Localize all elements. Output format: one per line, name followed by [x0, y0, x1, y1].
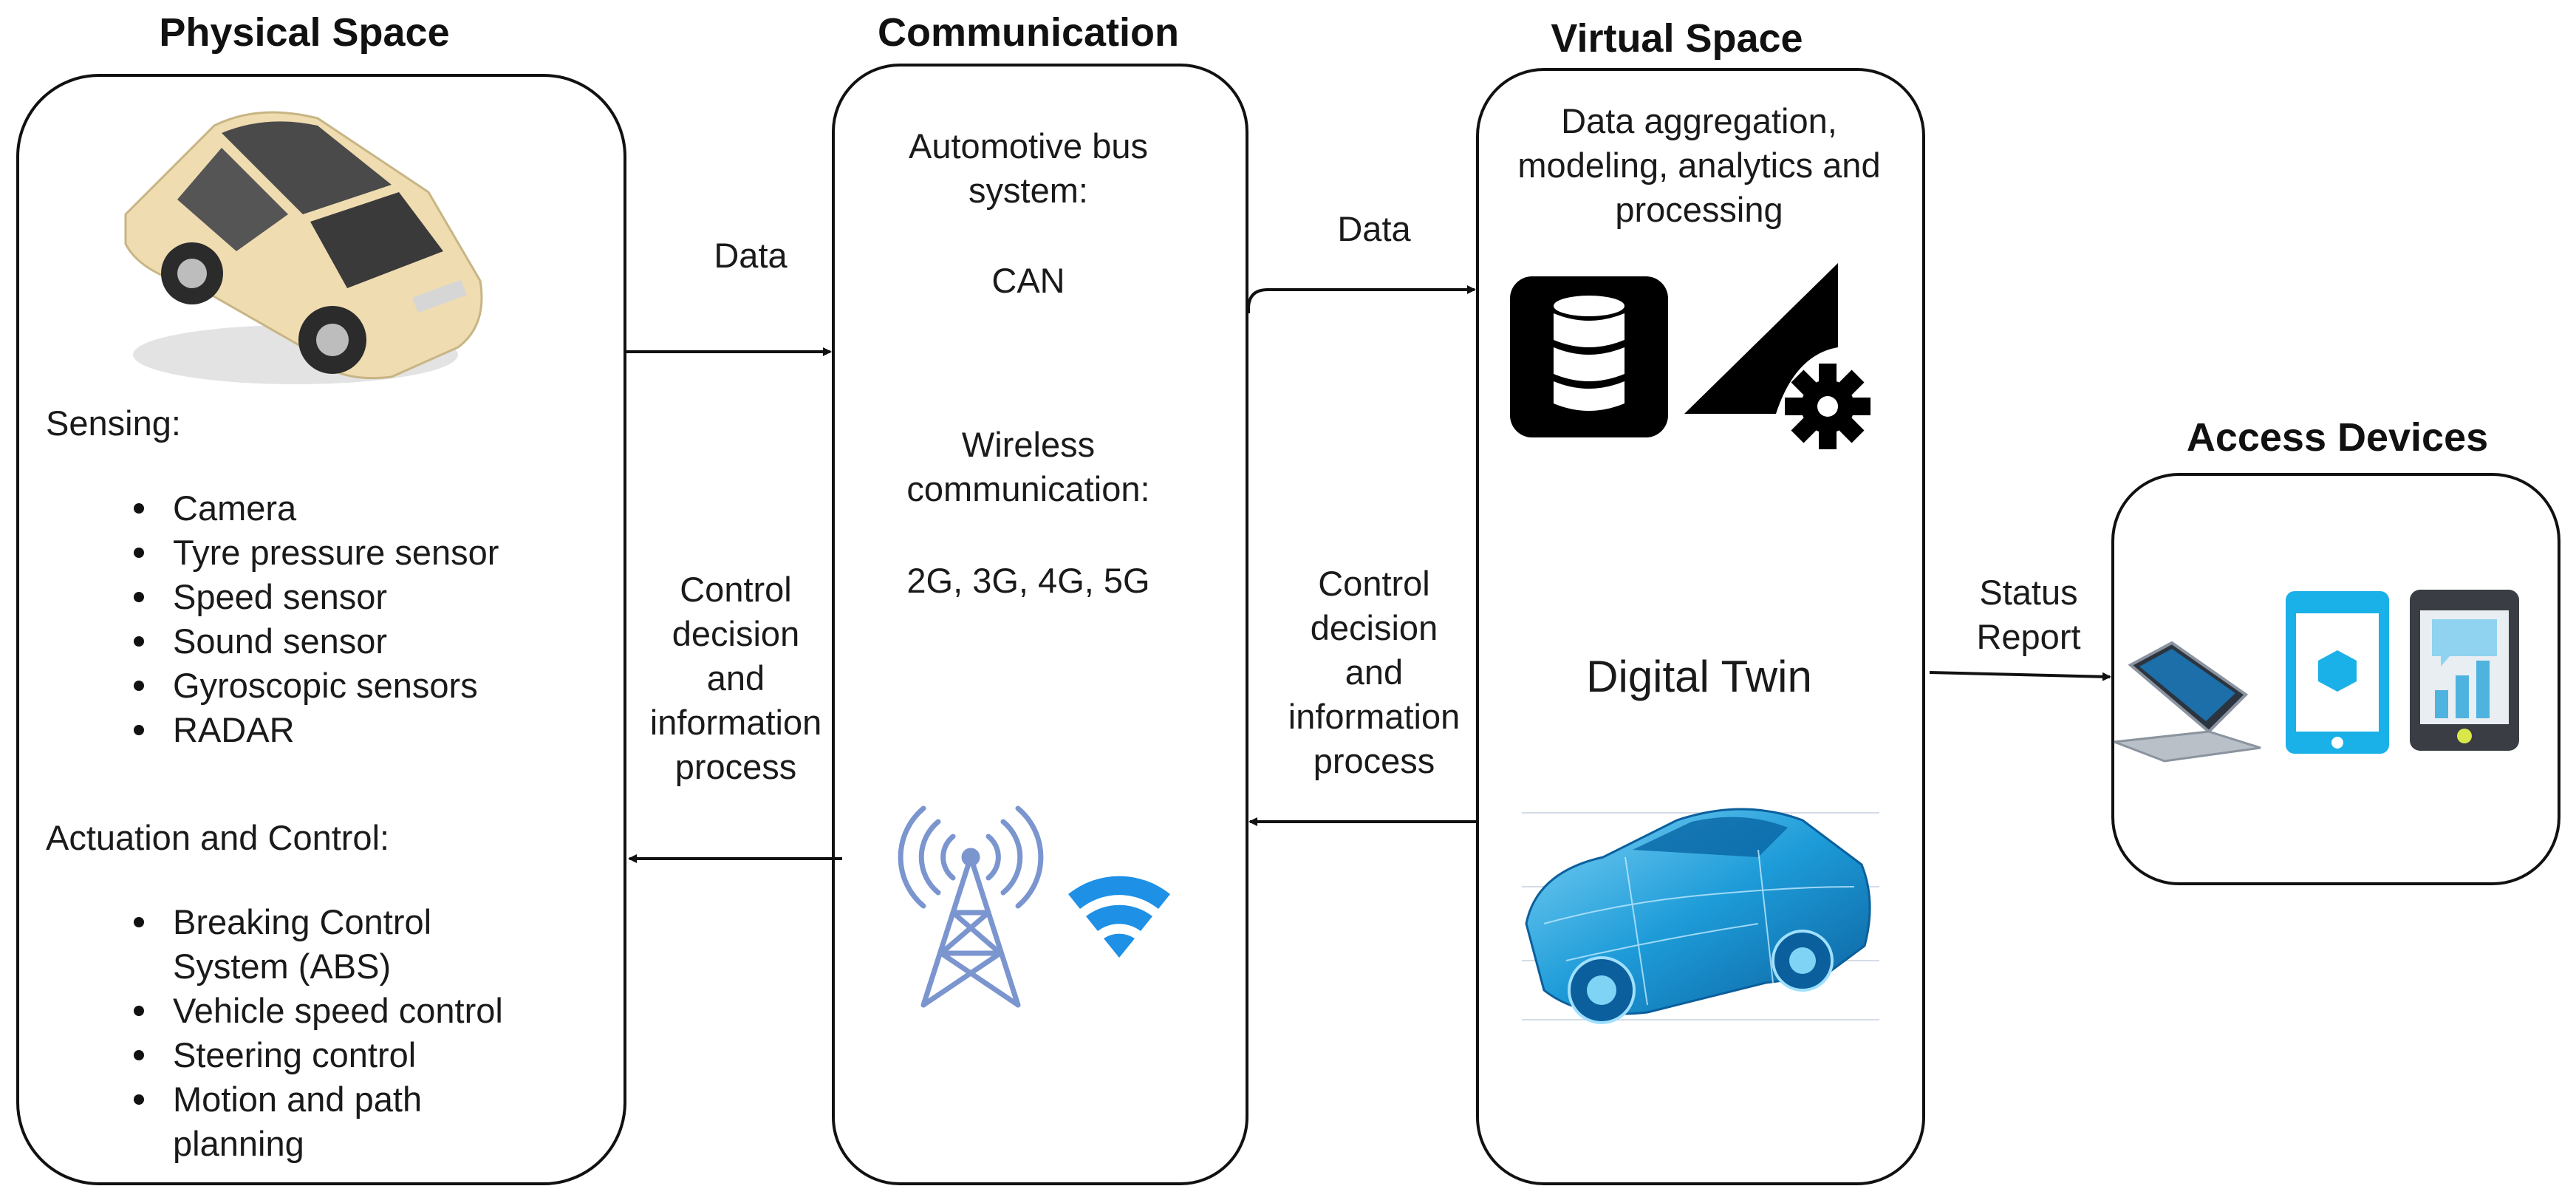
list-item: Tyre pressure sensor: [173, 533, 499, 572]
list-item: RADAR: [173, 710, 295, 749]
svg-text:process: process: [1313, 741, 1435, 780]
data-label-1: Data: [714, 236, 788, 275]
sensing-list: Camera Tyre pressure sensor Speed sensor…: [134, 488, 499, 749]
data-label-2: Data: [1337, 209, 1411, 248]
list-item: Gyroscopic sensors: [173, 666, 478, 705]
communication-box: [832, 64, 1248, 1185]
svg-text:decision: decision: [672, 614, 799, 653]
control-label-2: Control decision and information process: [1288, 564, 1460, 780]
svg-text:and: and: [1345, 652, 1403, 692]
digital-twin-label: Digital Twin: [1586, 652, 1812, 701]
database-icon: [1510, 276, 1668, 437]
list-item: Sound sensor: [173, 621, 387, 661]
control-label-1: Control decision and information process: [650, 570, 822, 786]
list-item: Camera: [173, 488, 297, 528]
svg-text:information: information: [650, 703, 822, 742]
communication-title: Communication: [878, 10, 1179, 55]
svg-text:and: and: [707, 658, 765, 698]
wifi-icon: [1068, 876, 1170, 958]
list-item-continuation: System (ABS): [173, 947, 391, 986]
virtual-desc-line-2: modeling, analytics and: [1517, 146, 1880, 185]
status-arrow-virtual-to-access: [1929, 671, 2111, 681]
list-item: Breaking Control: [173, 902, 431, 941]
svg-text:Control: Control: [680, 570, 792, 609]
bus-system-label-1: Automotive bus: [909, 126, 1148, 166]
actuation-list: Breaking Control System (ABS) Vehicle sp…: [134, 902, 503, 1163]
svg-text:information: information: [1288, 697, 1460, 736]
virtual-desc-line-1: Data aggregation,: [1561, 101, 1837, 140]
virtual-space-box: [1476, 68, 1925, 1185]
svg-text:process: process: [675, 747, 797, 786]
wireless-label-1: Wireless: [962, 425, 1095, 464]
sensing-label: Sensing:: [46, 403, 181, 443]
analytics-gear-icon: [1684, 263, 1870, 449]
svg-text:Control: Control: [1318, 564, 1430, 603]
virtual-space-title: Virtual Space: [1551, 16, 1803, 61]
bus-system-label-2: system:: [968, 171, 1088, 210]
car-illustration: [124, 111, 483, 384]
actuation-label: Actuation and Control:: [46, 818, 389, 857]
physical-space-title: Physical Space: [159, 10, 449, 55]
smartphone-icon: [2410, 590, 2519, 751]
wireless-value: 2G, 3G, 4G, 5G: [906, 561, 1149, 600]
radio-tower-icon: [898, 805, 1044, 1008]
svg-text:decision: decision: [1311, 608, 1438, 647]
list-item: Steering control: [173, 1035, 416, 1074]
list-item-continuation: planning: [173, 1124, 304, 1163]
svg-text:Status: Status: [1979, 573, 2077, 612]
list-item: Motion and path: [173, 1080, 422, 1119]
wireless-label-2: communication:: [906, 469, 1149, 508]
laptop-icon: [2114, 641, 2261, 763]
svg-text:Report: Report: [1976, 617, 2080, 656]
access-devices-title: Access Devices: [2187, 415, 2488, 460]
virtual-desc-line-3: processing: [1615, 190, 1783, 229]
bus-system-value: CAN: [991, 261, 1065, 300]
data-arrow-communication-to-virtual: [1247, 285, 1476, 313]
wireframe-car-illustration: [1522, 808, 1879, 1024]
status-report-label: Status Report: [1976, 573, 2080, 656]
list-item: Vehicle speed control: [173, 991, 503, 1030]
list-item: Speed sensor: [173, 577, 387, 616]
tablet-icon: [2286, 591, 2389, 754]
